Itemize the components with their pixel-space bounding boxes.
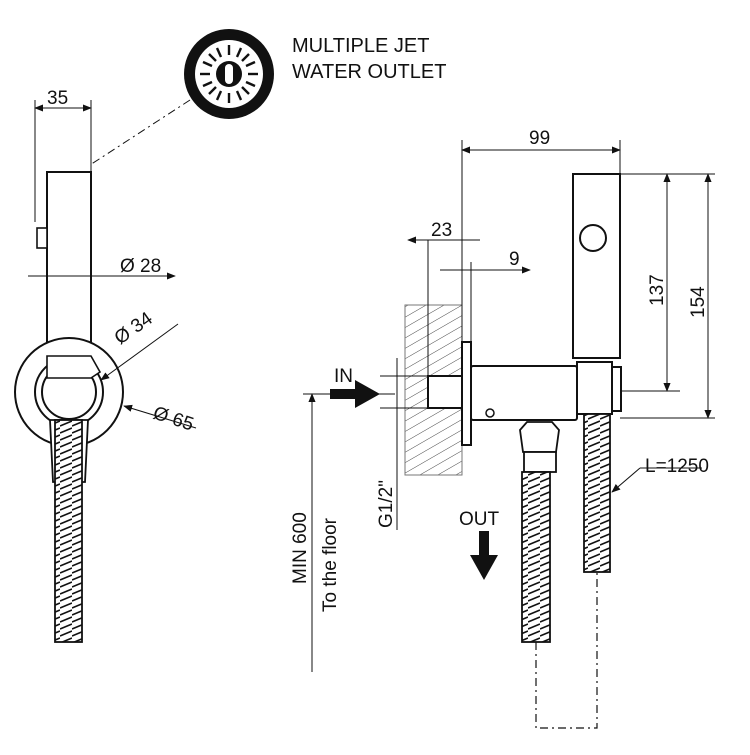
dim-plate-thickness: 9: [509, 249, 520, 270]
dim-inlet-thread: G1/2": [376, 480, 397, 528]
callout-label-line2: WATER OUTLET: [292, 61, 446, 83]
dim-handset-width: 35: [47, 88, 68, 109]
out-arrow-icon: [470, 531, 498, 580]
side-view: [303, 140, 715, 729]
dim-handset-diameter: Ø 28: [120, 256, 161, 277]
dim-hose-length: L=1250: [645, 456, 709, 477]
callout-label-line1: MULTIPLE JET: [292, 35, 429, 57]
dim-handset-length: 137: [647, 274, 668, 306]
dim-overall-depth: 99: [529, 128, 550, 149]
dim-min-height-line2: To the floor: [320, 517, 341, 612]
dim-holder-diameter: Ø 34: [111, 308, 157, 349]
in-arrow-icon: [330, 380, 380, 408]
callout-leader: [89, 99, 191, 166]
dim-min-height-line1: MIN 600: [290, 512, 311, 584]
front-view: [14, 100, 197, 643]
outlet-detail: [184, 29, 274, 119]
out-label: OUT: [459, 509, 500, 530]
dim-plate-diameter: Ø 65: [150, 403, 196, 436]
in-label: IN: [334, 366, 353, 387]
dim-wall-offset: 23: [431, 220, 452, 241]
dim-overall-height: 154: [688, 286, 709, 318]
